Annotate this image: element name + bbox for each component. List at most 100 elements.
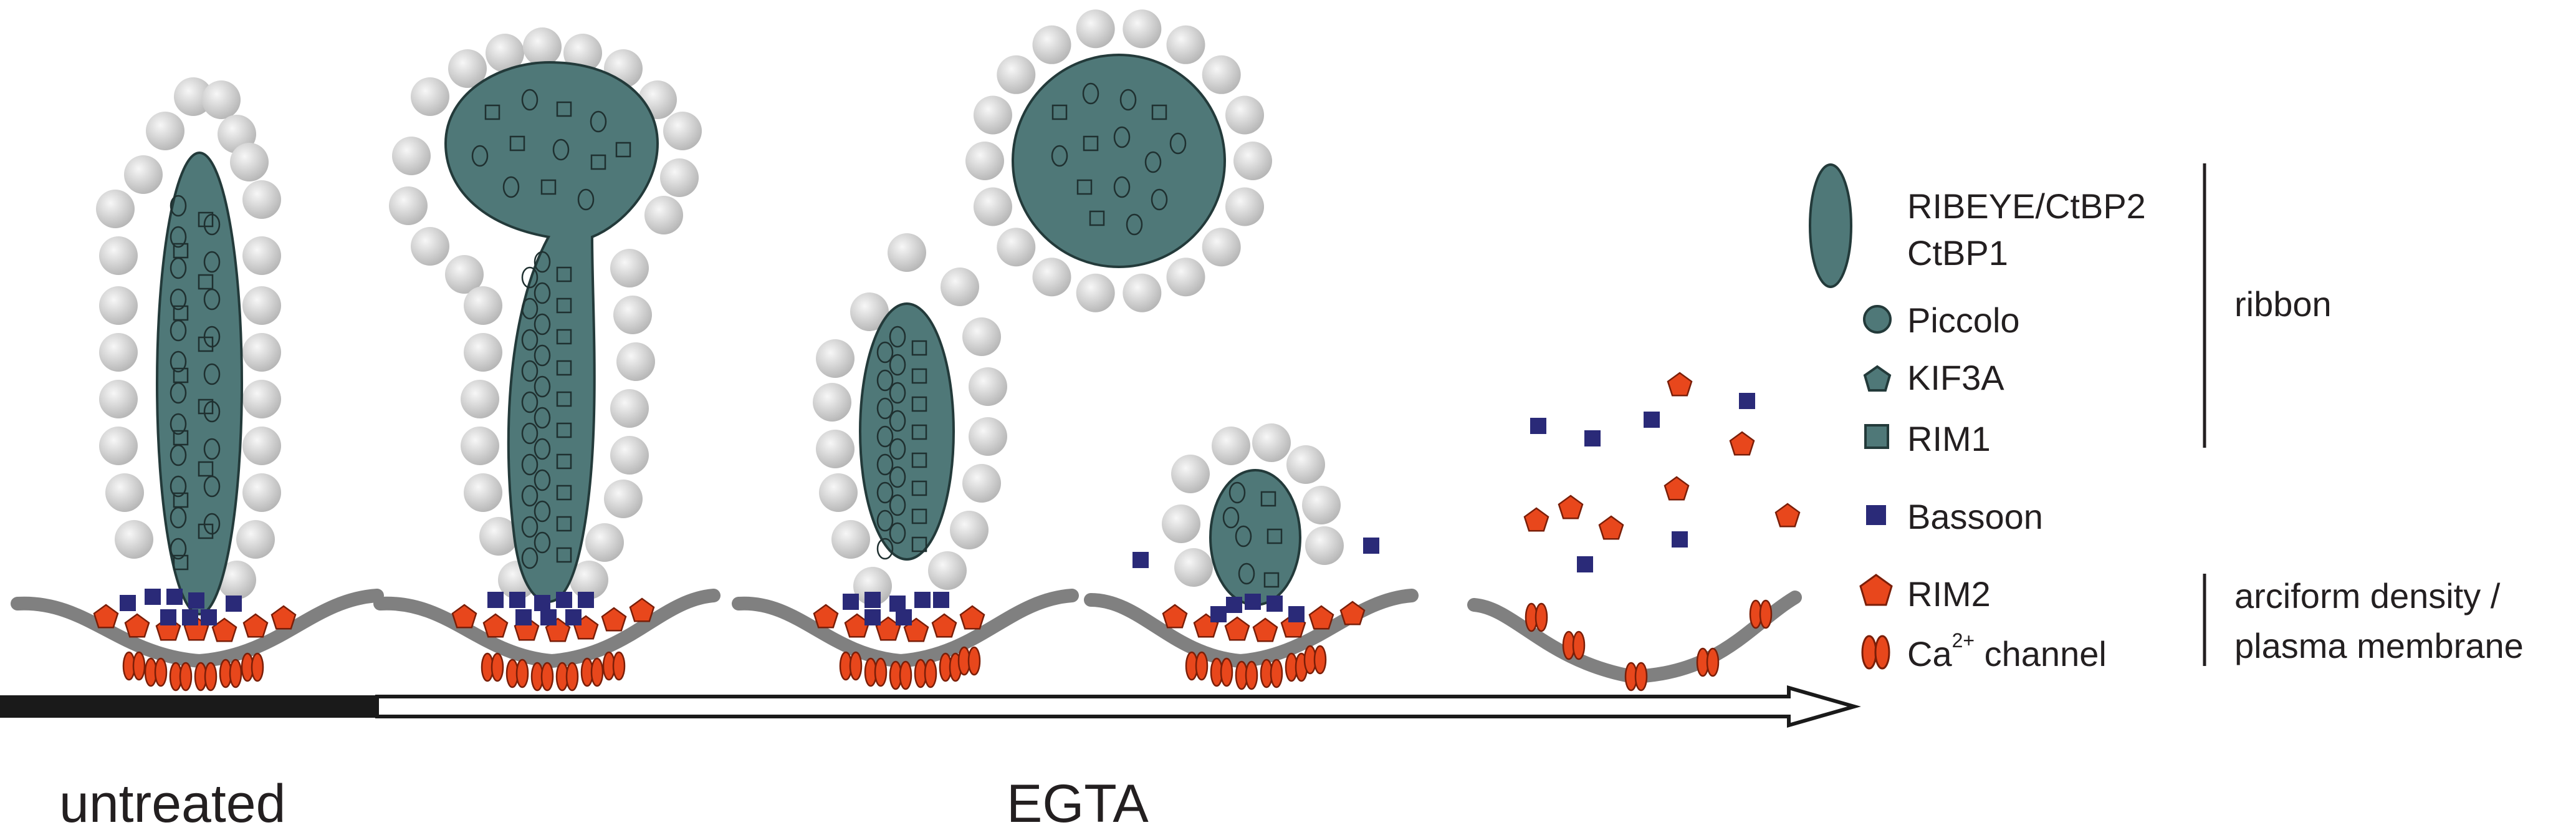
vesicle [389, 186, 428, 225]
vesicle [563, 34, 602, 72]
piccolo-marker [534, 438, 551, 460]
piccolo-marker [203, 326, 221, 348]
bassoon-marker [1739, 393, 1755, 409]
rim1-marker [615, 142, 631, 158]
vesicle [242, 286, 281, 325]
vesicle [644, 196, 683, 234]
legend-label-piccolo: Piccolo [1907, 301, 2020, 340]
rim2-markers [93, 372, 1801, 642]
rim1-marker [911, 452, 927, 468]
legend-label-ribeye-1: RIBEYE/CtBP2 [1907, 186, 2146, 226]
bassoon-marker [1132, 552, 1149, 568]
bassoon-marker [166, 589, 183, 605]
rim2-marker [629, 597, 655, 622]
rim2-marker [1729, 431, 1755, 456]
ca-channel [590, 657, 604, 687]
piccolo-marker [534, 344, 551, 367]
bassoon-marker [509, 592, 525, 608]
piccolo-marker [203, 513, 221, 535]
piccolo-marker [203, 400, 221, 423]
ca-channel [899, 660, 912, 690]
piccolo-marker [534, 313, 551, 335]
rim2-marker [1667, 372, 1693, 397]
bassoon-marker [889, 596, 906, 612]
vesicle [124, 155, 163, 194]
rim1-marker [173, 305, 189, 321]
vesicle [663, 112, 702, 150]
vesicle [1174, 548, 1213, 587]
piccolo-marker [876, 453, 894, 476]
vesicle [99, 333, 138, 372]
rim1-marker [509, 135, 525, 152]
ribbon-untreated [156, 152, 243, 615]
vesicle [950, 511, 989, 549]
piccolo-marker [170, 319, 187, 342]
piccolo-marker [1228, 481, 1246, 504]
legend-item-ca-channel: Ca2+ channel [1861, 629, 2107, 673]
group-label-arciform-1: arciform density / [2234, 576, 2501, 615]
bassoon-marker [843, 594, 859, 610]
piccolo-marker [170, 350, 187, 373]
ca-channel [1634, 662, 1648, 692]
ca-channel [491, 652, 504, 682]
piccolo-marker [1113, 176, 1131, 198]
rim2-marker [1558, 495, 1584, 519]
vesicle [1166, 258, 1205, 297]
bassoon-marker [1584, 430, 1601, 446]
vesicle [570, 561, 608, 599]
ca-channel [179, 662, 193, 692]
vesicle [445, 255, 484, 294]
ca-channel [874, 657, 888, 687]
circle-icon [1863, 305, 1892, 334]
filled-square-icon [1866, 505, 1886, 525]
piccolo-marker [889, 326, 906, 348]
vesicle [816, 430, 855, 468]
rim1-marker [198, 461, 214, 477]
rim1-marker [173, 367, 189, 384]
vesicle [969, 367, 1007, 406]
piccolo-marker [534, 282, 551, 304]
bassoon-marker [1210, 606, 1227, 622]
vesicle [965, 142, 1004, 180]
piccolo-marker [203, 363, 221, 385]
vesicle [115, 520, 153, 559]
legend-item-rim2: RIM2 [1859, 574, 1991, 614]
ca-channel [1195, 651, 1209, 681]
rim1-marker [911, 424, 927, 440]
rim1-marker [173, 554, 189, 571]
calcium-channels [122, 599, 1773, 692]
vesicle [448, 49, 487, 88]
vesicle [392, 137, 431, 175]
rim2-marker [959, 605, 985, 630]
vesicle [1171, 455, 1210, 493]
legend-item-piccolo: Piccolo [1863, 301, 2020, 340]
vesicle [242, 180, 281, 219]
rim2-marker [931, 613, 957, 638]
rim1-marker [198, 211, 214, 228]
ca-channel [1220, 657, 1233, 687]
ca-channel [132, 651, 146, 681]
piccolo-marker [1082, 82, 1099, 105]
rim1-marker [173, 430, 189, 446]
rim2-marker [1339, 601, 1366, 625]
piccolo-marker [170, 506, 187, 529]
rim2-marker [813, 604, 839, 629]
vesicle [831, 520, 870, 559]
pentagon-icon [1859, 574, 1893, 606]
legend-label-kif3a: KIF3A [1907, 358, 2004, 397]
piccolo-marker [170, 475, 187, 498]
ca-channel [1245, 660, 1258, 690]
rim1-marker [1076, 179, 1093, 195]
square-icon [1864, 424, 1889, 449]
rim1-marker [590, 154, 606, 170]
vesicle [411, 77, 449, 116]
vesicle [941, 268, 979, 306]
rim1-marker [198, 398, 214, 415]
bassoon-marker [1577, 556, 1593, 572]
rim2-marker [1252, 617, 1278, 642]
vesicle [230, 143, 269, 181]
vesicle [1076, 273, 1115, 312]
time-arrow: untreated EGTA [0, 685, 1861, 825]
egta-label: EGTA [1007, 774, 1149, 825]
bassoon-marker [226, 596, 242, 612]
